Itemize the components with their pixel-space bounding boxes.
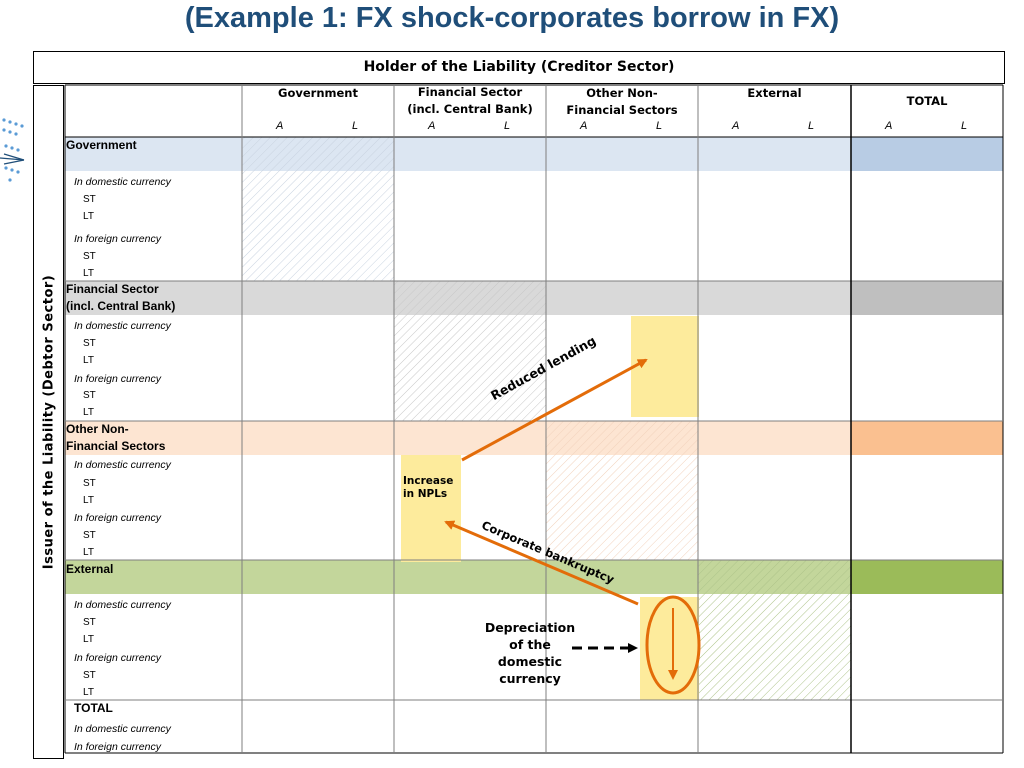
external-diagonal-hatch [698, 560, 851, 700]
row-sub-foreign: In foreign currency [74, 373, 161, 385]
asset-label: A [428, 120, 436, 132]
debtor-sector-header-box: Issuer of the Liability (Debtor Sector) [33, 85, 64, 759]
npl-highlight [401, 455, 461, 562]
col-external: External [747, 86, 802, 100]
row-sub-foreign: In foreign currency [74, 233, 161, 245]
depreciation-ellipse [645, 595, 701, 695]
corporate-bankruptcy-arrow [444, 520, 639, 606]
depreciation-line4: currency [499, 671, 561, 686]
row-st: ST [83, 194, 96, 205]
row-sub-domestic: In domestic currency [74, 459, 171, 471]
row-st: ST [83, 530, 96, 541]
row-onfs-line1: Other Non- [66, 422, 129, 436]
liability-label: L [352, 120, 359, 132]
asset-label: A [276, 120, 284, 132]
row-lt: LT [83, 687, 94, 698]
row-lt: LT [83, 634, 94, 645]
col-onfs-line2: Financial Sectors [566, 103, 678, 117]
network-dots-icon [0, 118, 25, 182]
row-lt: LT [83, 355, 94, 366]
row-external: External [66, 562, 114, 576]
liability-label: L [504, 120, 511, 132]
row-lt: LT [83, 407, 94, 418]
row-st: ST [83, 338, 96, 349]
asset-label: A [580, 120, 588, 132]
asset-label: A [885, 120, 893, 132]
npl-label-line1: Increase [403, 475, 454, 487]
reduced-lending-highlight [631, 316, 699, 417]
row-sub-foreign: In foreign currency [74, 652, 161, 664]
liability-label: L [656, 120, 663, 132]
col-financial-line2: (incl. Central Bank) [407, 102, 533, 116]
onfs-total-cell [851, 421, 1003, 455]
external-total-cell [851, 560, 1003, 594]
liability-label: L [808, 120, 815, 132]
financial-total-cell [851, 281, 1003, 315]
row-sub-foreign: In foreign currency [74, 512, 161, 524]
col-onfs-line1: Other Non- [586, 86, 658, 100]
depreciation-highlight [640, 597, 699, 700]
reduced-lending-arrow [461, 358, 648, 462]
onfs-diagonal-hatch [546, 421, 698, 560]
financial-diagonal-hatch [394, 281, 546, 421]
row-financial-line2: (incl. Central Bank) [66, 299, 176, 313]
row-st: ST [83, 478, 96, 489]
row-onfs-line2: Financial Sectors [66, 439, 166, 453]
npl-label-line2: in NPLs [403, 488, 448, 500]
col-total: TOTAL [906, 94, 948, 108]
onfs-row-band [65, 421, 851, 455]
government-row-band [65, 137, 851, 171]
government-diagonal-hatch [242, 137, 394, 281]
row-lt: LT [83, 211, 94, 222]
row-sub-domestic: In domestic currency [74, 723, 171, 735]
liability-label: L [961, 120, 968, 132]
row-st: ST [83, 670, 96, 681]
row-lt: LT [83, 268, 94, 279]
row-st: ST [83, 617, 96, 628]
row-st: ST [83, 251, 96, 262]
row-government: Government [66, 138, 137, 152]
row-sub-domestic: In domestic currency [74, 320, 171, 332]
row-financial-line1: Financial Sector [66, 282, 159, 296]
creditor-sector-header: Holder of the Liability (Creditor Sector… [33, 51, 1005, 84]
row-sub-domestic: In domestic currency [74, 599, 171, 611]
depreciation-line3: domestic [497, 654, 563, 669]
row-sub-foreign: In foreign currency [74, 741, 161, 753]
col-government: Government [278, 86, 358, 100]
asset-label: A [732, 120, 740, 132]
row-lt: LT [83, 547, 94, 558]
government-total-cell [851, 137, 1003, 171]
page-title: (Example 1: FX shock-corporates borrow i… [184, 2, 840, 34]
depreciation-line1: Depreciation [484, 620, 576, 635]
row-total: TOTAL [74, 701, 113, 715]
row-st: ST [83, 390, 96, 401]
row-sub-domestic: In domestic currency [74, 176, 171, 188]
depreciation-line2: of the [509, 637, 551, 652]
col-financial-line1: Financial Sector [417, 85, 523, 99]
row-lt: LT [83, 495, 94, 506]
